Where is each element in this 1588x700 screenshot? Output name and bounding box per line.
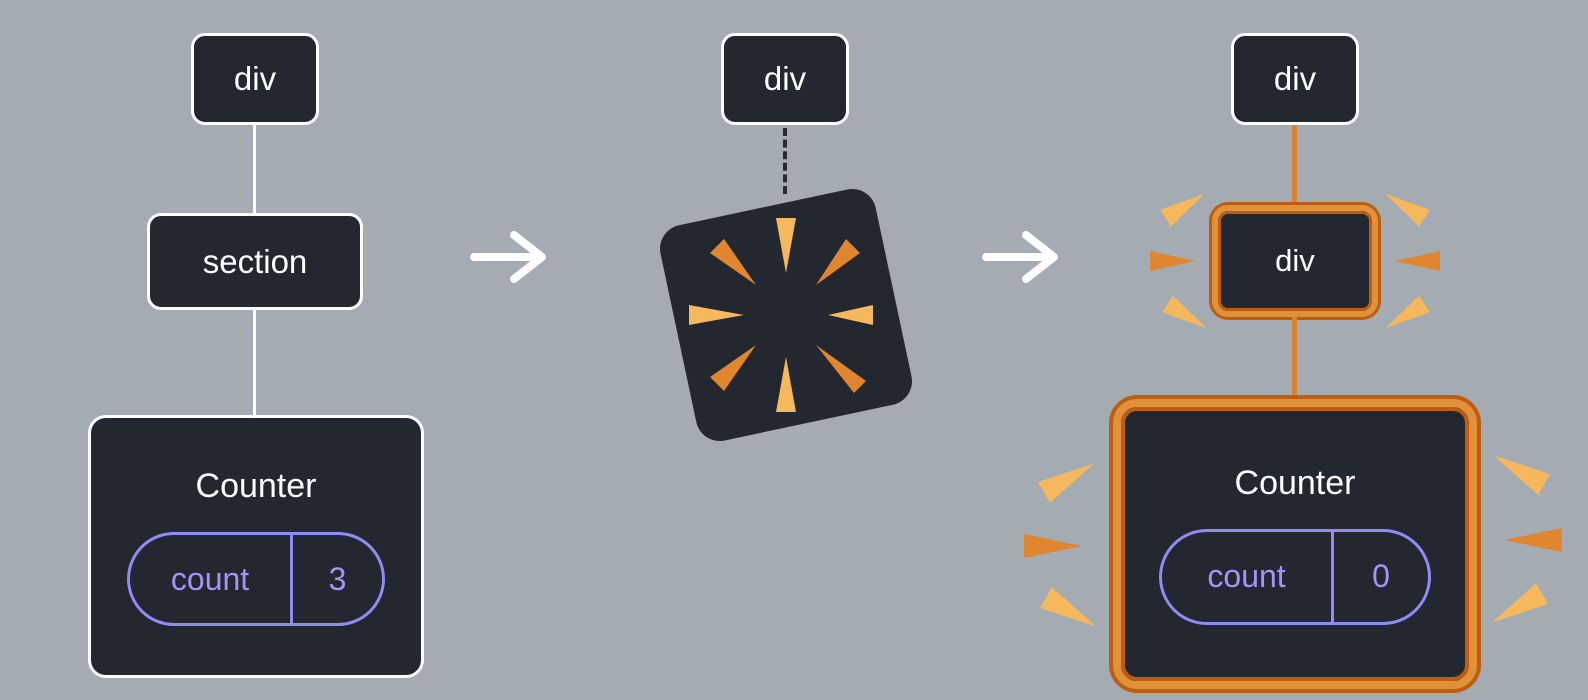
sparkle-ray-icon	[1037, 463, 1095, 503]
tree-node-section: section	[147, 213, 363, 310]
sparkle-ray-icon	[1160, 193, 1205, 227]
counter-component-new: Counter count 0	[1113, 399, 1477, 689]
state-value: 3	[328, 560, 347, 597]
tree-node-div: div	[1231, 33, 1359, 125]
sparkle-ray-icon	[1491, 583, 1549, 623]
sparkle-ray-icon	[1162, 295, 1207, 329]
tree-node-div: div	[721, 33, 849, 125]
state-pill: count 3	[127, 532, 385, 626]
state-pill: count 0	[1159, 528, 1431, 625]
dashed-connector-line	[783, 128, 787, 194]
state-key: count	[1162, 531, 1335, 622]
sparkle-ray-icon	[1394, 251, 1440, 271]
connector-line	[253, 310, 256, 417]
sparkle-ray-icon	[1039, 587, 1097, 627]
sparkle-ray-icon	[1385, 193, 1430, 227]
node-label: section	[202, 242, 308, 280]
arrow-right-icon	[470, 231, 546, 283]
node-label: div	[233, 60, 277, 97]
sparkle-ray-icon	[1024, 534, 1082, 558]
counter-title: Counter	[195, 467, 317, 505]
sparkle-ray-icon	[1504, 528, 1562, 552]
state-value: 0	[1372, 558, 1390, 594]
tree-node-div-new: div	[1212, 205, 1378, 317]
arrow-right-icon	[982, 231, 1058, 283]
node-label: div	[1273, 60, 1317, 97]
node-label: div	[763, 60, 807, 97]
node-label: div	[1275, 243, 1315, 278]
sparkle-ray-icon	[1385, 295, 1430, 329]
sparkle-ray-icon	[1493, 455, 1551, 495]
connector-line	[253, 125, 256, 215]
sparkle-ray-icon	[1150, 251, 1196, 271]
counter-title: Counter	[1234, 463, 1356, 502]
tree-node-div: div	[191, 33, 319, 125]
connector-line-highlighted	[1292, 317, 1297, 401]
state-key: count	[130, 535, 294, 623]
counter-component: Counter count 3	[88, 415, 424, 678]
poof-icon	[659, 188, 913, 442]
connector-line-highlighted	[1292, 125, 1297, 207]
